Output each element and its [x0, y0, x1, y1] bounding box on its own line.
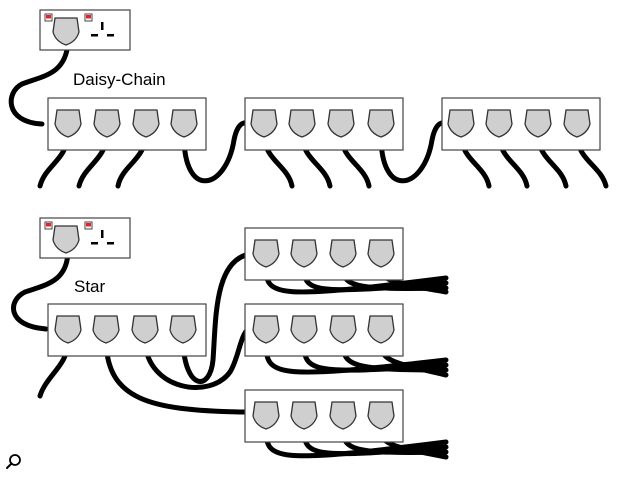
daisy-chain-label: Daisy-Chain [73, 70, 166, 89]
star-label: Star [74, 277, 106, 296]
magnifier-icon[interactable] [4, 452, 24, 472]
